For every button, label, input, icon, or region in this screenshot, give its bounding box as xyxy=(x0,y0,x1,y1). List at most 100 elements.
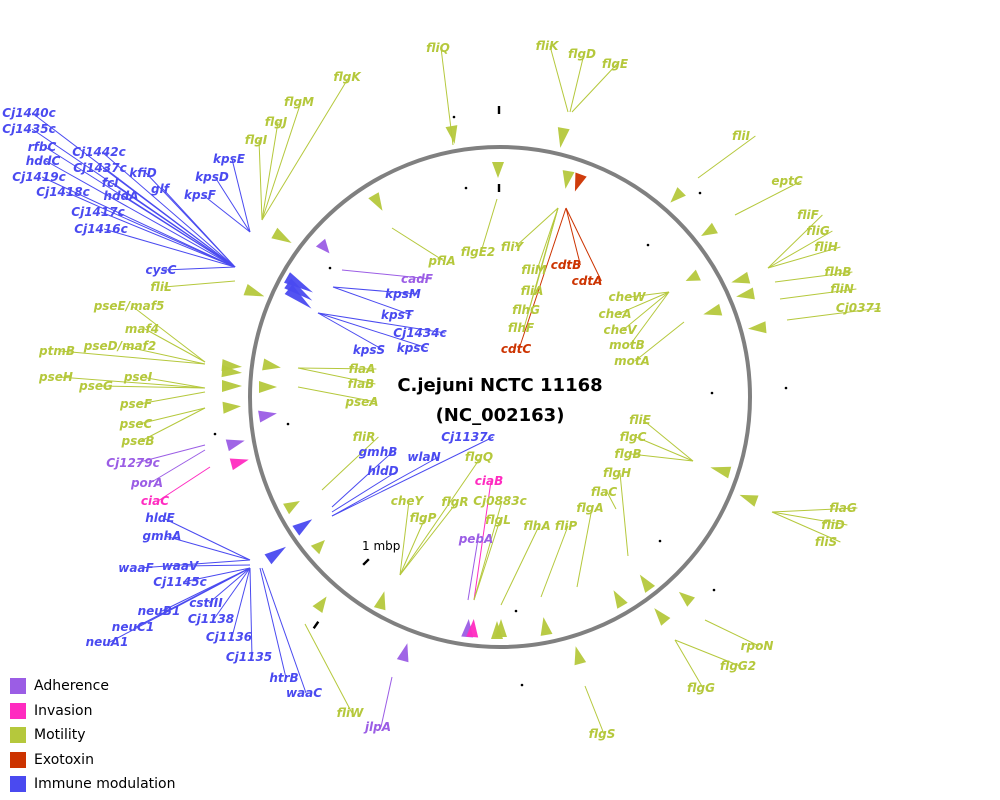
gene-label-flid: fliD xyxy=(821,518,845,532)
leader-line-cj1437c xyxy=(102,167,236,268)
gene-label-flgh: flgH xyxy=(603,466,631,480)
gene-label-ciac: ciaC xyxy=(141,494,169,508)
gene-label-flim: fliM xyxy=(521,263,547,277)
gene-label-pseg: pseG xyxy=(78,379,113,393)
gene-marker xyxy=(710,466,732,479)
position-dot xyxy=(213,432,217,436)
leader-line-chea xyxy=(617,291,670,315)
gene-marker xyxy=(654,608,671,626)
gene-label-flgs: flgS xyxy=(589,727,616,741)
leader-line-htrb xyxy=(259,567,287,679)
gene-label-gmhb: gmhB xyxy=(359,445,398,459)
leader-line-pseg xyxy=(98,385,206,389)
gene-label-waac: waaC xyxy=(286,686,322,700)
gene-label-glf: glf xyxy=(151,182,171,196)
leader-line-glf xyxy=(162,188,236,268)
leader-line-flgg2 xyxy=(674,639,741,667)
gene-label-pseh: pseH xyxy=(38,370,73,384)
gene-marker xyxy=(222,380,242,392)
leader-line-kpsf xyxy=(202,194,251,233)
gene-label-flik: fliK xyxy=(536,39,561,53)
leader-line-flha xyxy=(500,525,540,606)
leader-line-gmhb xyxy=(331,451,393,508)
position-dot xyxy=(514,609,518,613)
gene-label-cj1419c: Cj1419c xyxy=(12,170,65,184)
gene-label-cj1440c: Cj1440c xyxy=(2,106,55,120)
leader-line-peba xyxy=(467,538,479,601)
gene-label-hlde: hldE xyxy=(145,511,175,525)
gene-marker xyxy=(259,381,277,393)
gene-label-flgb: flgB xyxy=(614,447,641,461)
gene-label-rfbc: rfbC xyxy=(28,140,57,154)
gene-label-flab: flaB xyxy=(348,377,375,391)
gene-marker xyxy=(258,410,277,423)
leader-line-fliw xyxy=(304,623,353,714)
leader-line-flir xyxy=(321,436,379,491)
position-dot xyxy=(520,683,524,687)
gene-marker xyxy=(284,278,313,301)
gene-marker xyxy=(368,192,383,211)
gene-label-flih: fliH xyxy=(814,240,838,254)
gene-label-flhb: flhB xyxy=(824,265,851,279)
gene-label-cj1435c: Cj1435c xyxy=(2,122,55,136)
leader-line-cdta xyxy=(565,207,602,282)
gene-label-cj1138: Cj1138 xyxy=(188,612,234,626)
gene-marker xyxy=(639,574,656,593)
gene-marker xyxy=(739,494,759,507)
gene-label-kfid: kfiD xyxy=(129,166,156,180)
leader-line-cj1135 xyxy=(249,567,253,658)
leader-line-fcl xyxy=(112,182,236,268)
leader-line-cj1416c xyxy=(103,228,236,268)
leader-line-psec xyxy=(138,407,206,425)
gene-markers xyxy=(221,125,767,666)
gene-marker xyxy=(736,287,755,300)
leader-line-cj1434c xyxy=(317,312,446,334)
gene-marker xyxy=(292,519,313,536)
gene-marker xyxy=(574,646,587,666)
leader-line-jlpa xyxy=(380,676,393,728)
gene-label-cj1145c: Cj1145c xyxy=(153,575,206,589)
leader-line-cj1279c xyxy=(135,444,206,464)
leader-line-psef xyxy=(138,391,206,405)
leader-line-cj1417c xyxy=(100,211,236,268)
gene-label-flgr: flgR xyxy=(441,495,468,509)
gene-label-neuc1: neuC1 xyxy=(112,620,154,634)
gene-label-cj0883c: Cj0883c xyxy=(473,494,526,508)
leader-line-rpon xyxy=(704,619,760,647)
leader-line-psei xyxy=(140,376,206,389)
gene-label-kpst: kpsT xyxy=(381,308,414,322)
leader-line-cj1442c xyxy=(101,151,236,268)
gene-label-flgd: flgD xyxy=(568,47,596,61)
legend-item-adherence: Adherence xyxy=(10,674,175,699)
gene-marker xyxy=(396,643,409,663)
gene-label-jlpa: jlpA xyxy=(363,720,391,734)
gene-label-peba: pebA xyxy=(458,532,494,546)
genome-circle xyxy=(248,145,752,649)
gene-label-flge2: flgE2 xyxy=(461,245,496,259)
leader-line-flif xyxy=(767,214,823,269)
leader-line-flgs xyxy=(584,685,605,735)
legend-label: Invasion xyxy=(34,702,93,719)
leader-line-flgp xyxy=(399,517,426,576)
gene-label-ciab: ciaB xyxy=(475,474,503,488)
gene-label-flig: fliG xyxy=(806,224,830,238)
gene-label-neua1: neuA1 xyxy=(86,635,129,649)
genome-title: C.jejuni NCTC 11168 xyxy=(397,375,602,396)
gene-label-fcl: fcl xyxy=(102,176,119,190)
gene-label-psee-maf5: pseE/maf5 xyxy=(93,299,165,313)
gene-label-cj1136: Cj1136 xyxy=(206,630,252,644)
gene-marker xyxy=(678,591,695,607)
gene-label-cj1135: Cj1135 xyxy=(226,650,272,664)
leader-line-pseh xyxy=(58,376,206,389)
gene-marker xyxy=(264,546,287,565)
gene-label-flgg2: flgG2 xyxy=(720,659,756,673)
gene-label-chea: cheA xyxy=(598,307,631,321)
gene-marker xyxy=(283,501,300,515)
leader-line-psea xyxy=(297,386,377,403)
gene-label-waaf: waaF xyxy=(118,561,154,575)
gene-marker xyxy=(613,590,628,609)
leader-line-flgc xyxy=(635,436,694,462)
gene-label-flhg: flhG xyxy=(512,303,540,317)
gene-label-flaa: flaA xyxy=(349,362,376,376)
